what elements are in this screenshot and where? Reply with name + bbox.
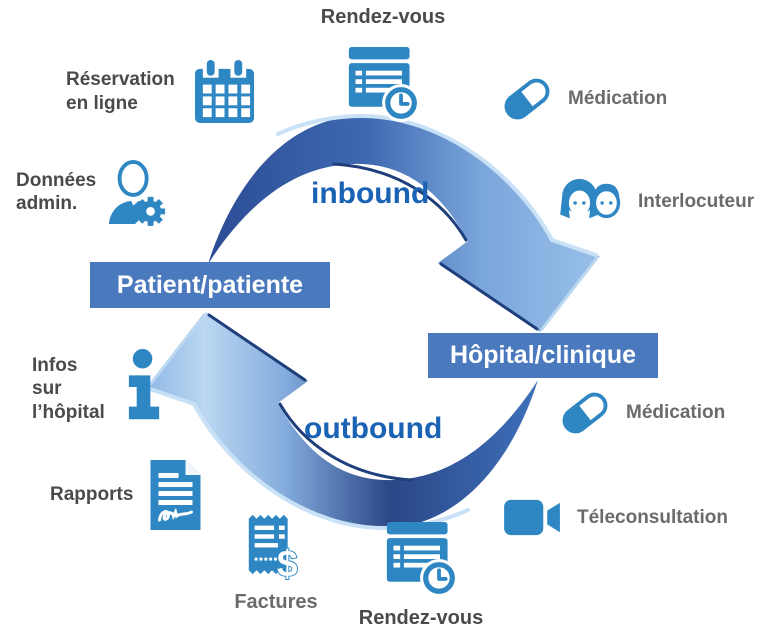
item-teleconsultation: Téleconsultation	[502, 494, 728, 541]
user-gear-icon	[109, 160, 166, 226]
pill-icon	[504, 78, 550, 120]
calendar-icon	[194, 60, 254, 123]
item-label: Rendez-vous	[320, 6, 446, 28]
item-medication-top: Médication	[500, 74, 667, 124]
item-infos-hopital: Infos sur l’hôpital	[32, 348, 168, 430]
item-label: Téleconsultation	[577, 506, 728, 528]
item-label: Médication	[568, 88, 668, 110]
item-label: Factures	[234, 591, 318, 613]
item-label: Infos sur l’hôpital	[32, 355, 105, 423]
item-label: Interlocuteur	[638, 191, 755, 213]
item-label: Réservation en ligne	[66, 69, 175, 114]
item-reservation: Réservation en ligne	[66, 58, 256, 125]
item-rapports: Rapports	[50, 458, 204, 532]
item-donnees-admin: Données admin.	[16, 158, 168, 226]
item-interlocuteur: Interlocuteur	[558, 176, 754, 228]
item-factures: $ Factures	[220, 512, 332, 614]
outbound-label: outbound	[304, 412, 443, 445]
invoice-dollar-icon: $	[248, 514, 298, 580]
pill-icon	[562, 392, 608, 434]
schedule-clock-icon	[386, 522, 458, 597]
schedule-clock-icon	[348, 47, 420, 123]
item-label: Rapports	[50, 484, 134, 506]
two-people-icon	[560, 178, 621, 219]
outbound-arrow	[146, 312, 538, 531]
svg-text:$: $	[277, 543, 298, 580]
item-label: Rendez-vous	[358, 607, 484, 629]
info-icon	[128, 348, 159, 420]
item-rendezvous-bottom: Rendez-vous	[346, 520, 496, 630]
patient-node: Patient/patiente	[90, 262, 330, 308]
hospital-node: Hôpital/clinique	[428, 333, 658, 378]
item-medication-right: Médication	[558, 388, 725, 438]
item-label: Médication	[626, 402, 726, 424]
video-camera-icon	[504, 499, 560, 536]
item-label: Données admin.	[16, 169, 97, 214]
item-rendezvous-top: Rendez-vous	[298, 5, 468, 123]
report-signature-icon	[150, 460, 201, 530]
inbound-label: inbound	[311, 177, 430, 210]
